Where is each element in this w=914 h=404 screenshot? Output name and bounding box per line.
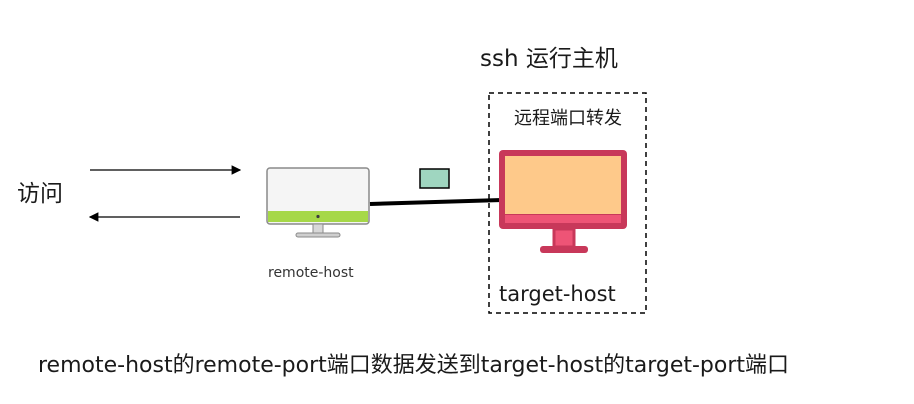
data-packet-icon — [419, 168, 450, 189]
remote-host-monitor-icon — [266, 167, 370, 238]
target-host-monitor-icon — [499, 150, 627, 253]
target-host-label: target-host — [499, 282, 616, 306]
access-label: 访问 — [17, 181, 63, 207]
ssh-host-title: ssh 运行主机 — [480, 46, 618, 72]
ssh-host-box — [488, 92, 647, 314]
remote-forward-label: 远程端口转发 — [514, 108, 622, 129]
remote-host-label: remote-host — [268, 265, 354, 281]
diagram-caption: remote-host的remote-port端口数据发送到target-hos… — [38, 353, 790, 378]
ssh-connection-line — [369, 198, 503, 206]
